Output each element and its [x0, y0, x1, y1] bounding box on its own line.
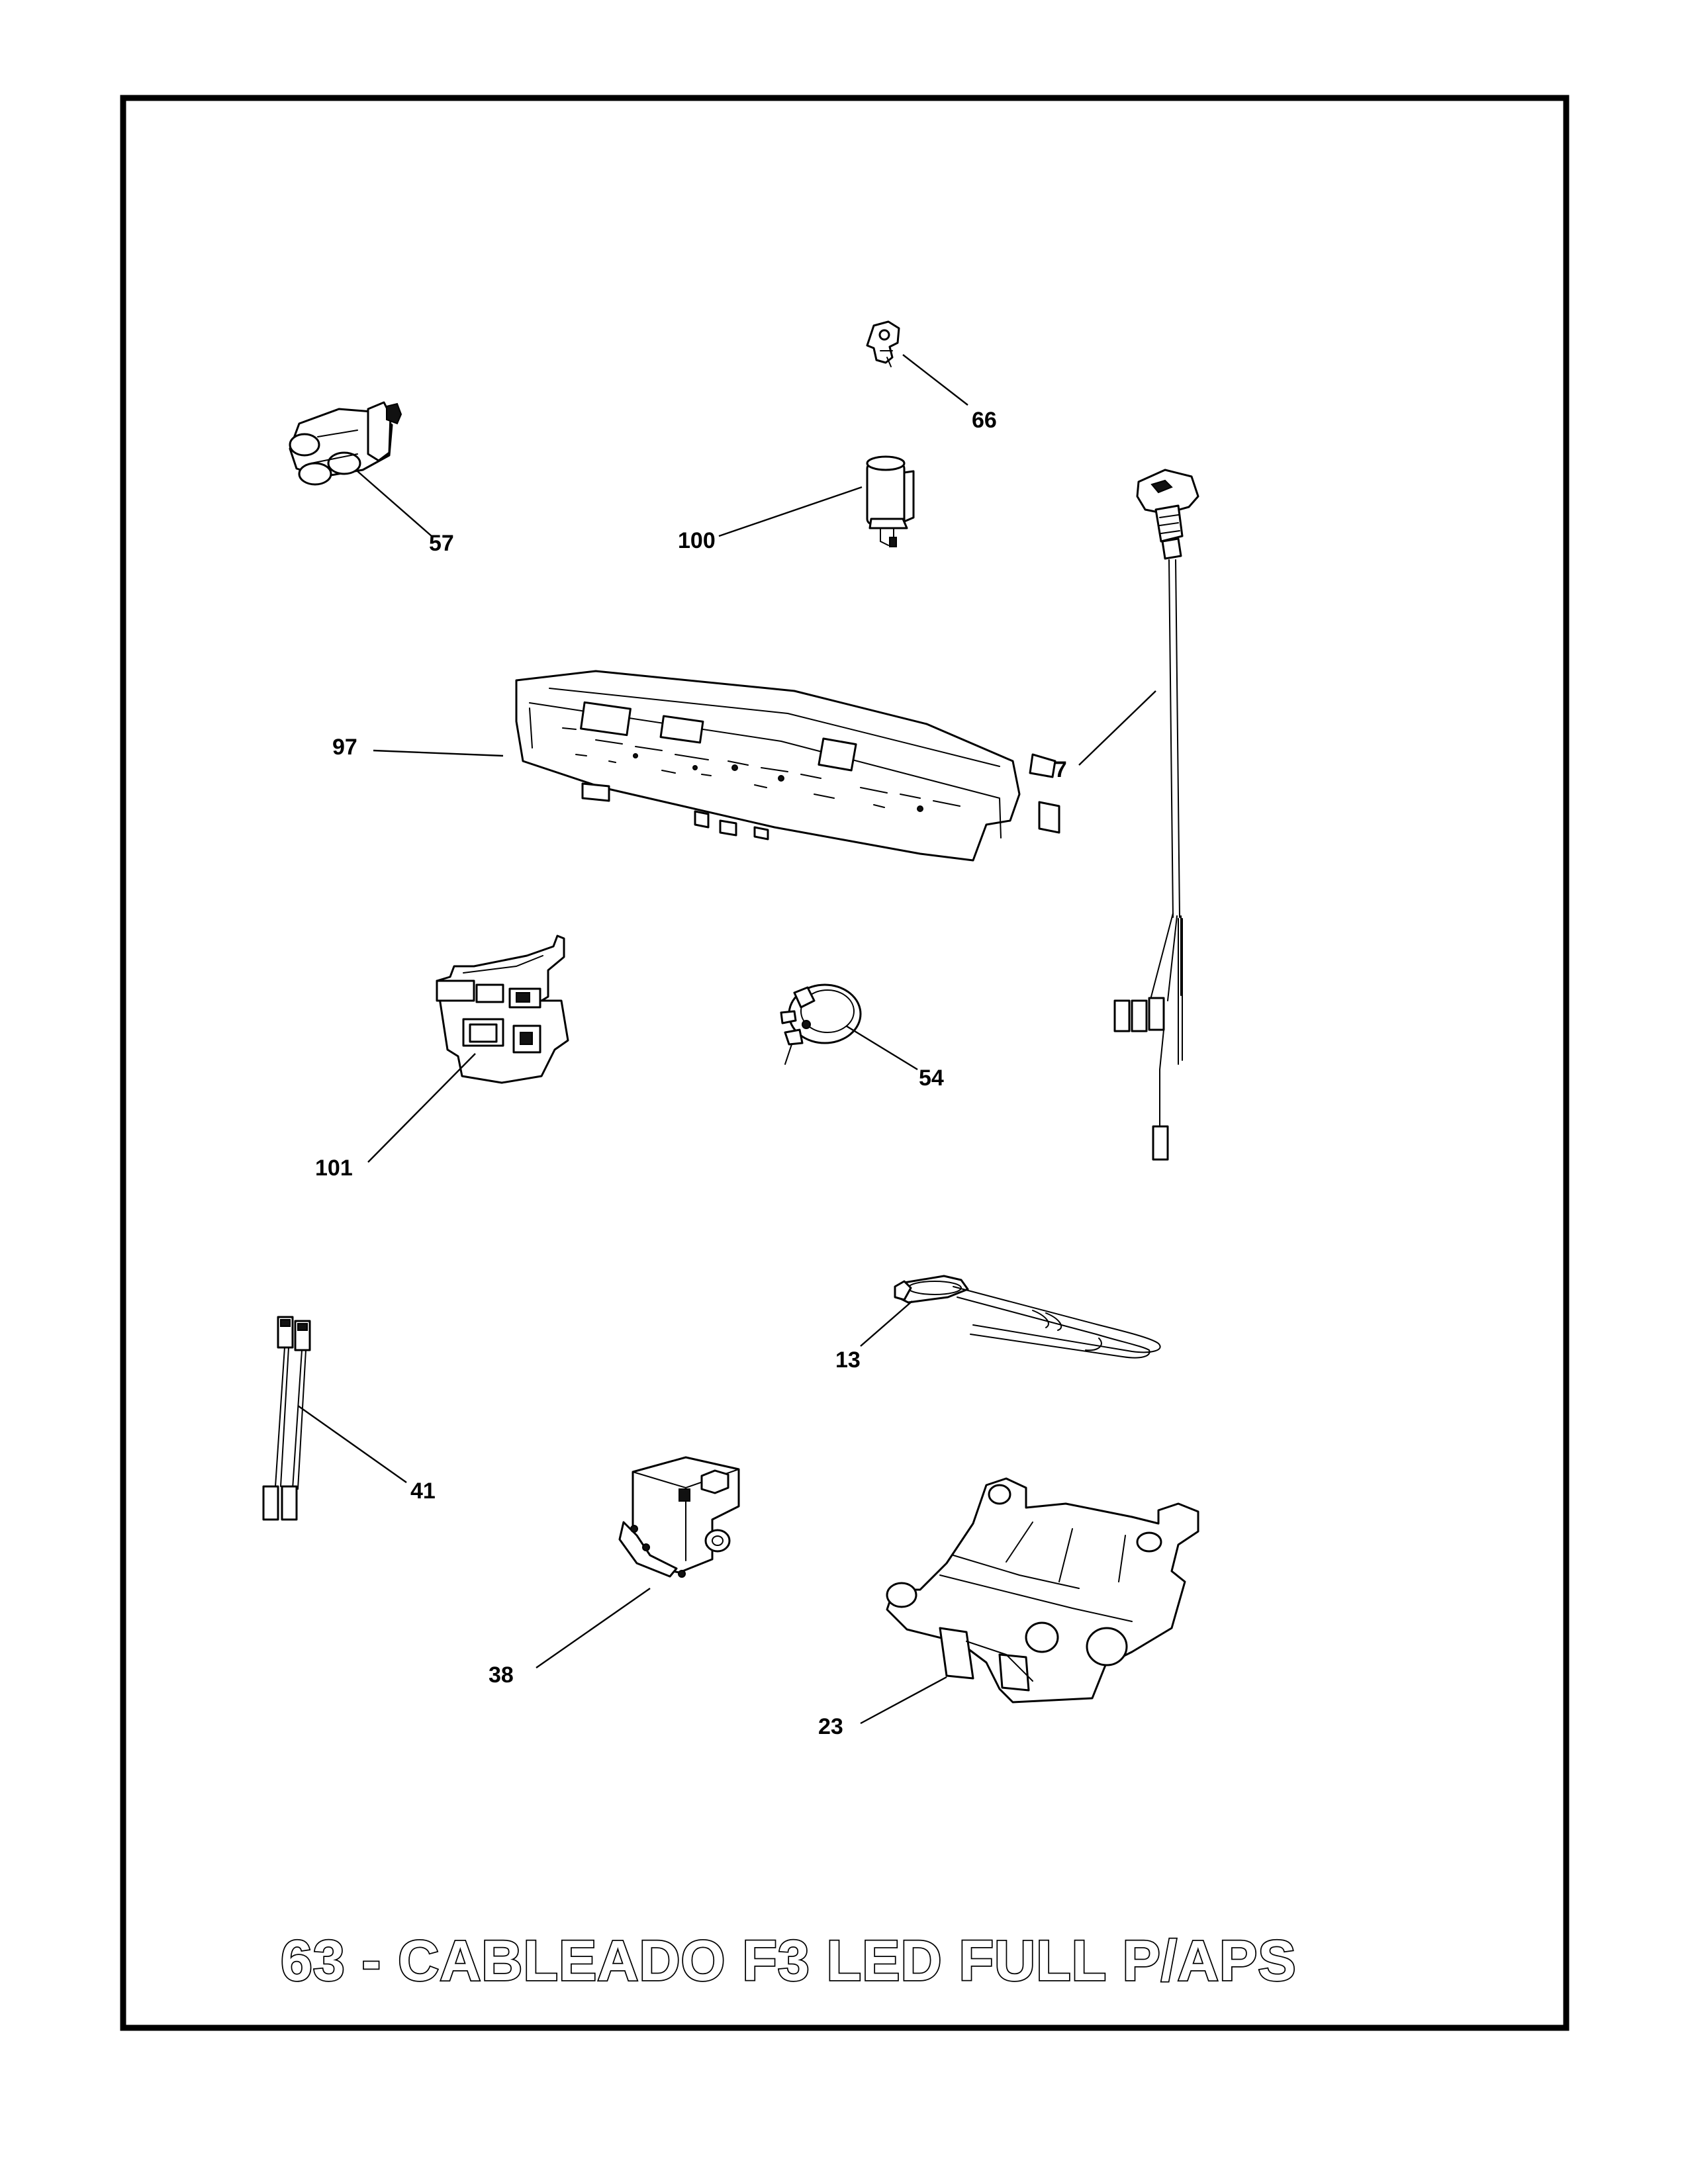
part-23-label: 23	[818, 1714, 843, 1739]
part-41-label: 41	[410, 1479, 436, 1504]
part-100-capacitor[interactable]: 100	[678, 455, 915, 553]
part-41-wire-jumper[interactable]: 41	[262, 1316, 436, 1521]
part-54-label: 54	[919, 1066, 944, 1091]
part-97-control-board[interactable]: 97	[332, 670, 1060, 862]
part-13-heating-element[interactable]: 13	[835, 1275, 1161, 1373]
part-100-label: 100	[678, 528, 716, 553]
part-23-motor[interactable]: 23	[818, 1477, 1199, 1739]
part-57-label: 57	[429, 531, 454, 556]
part-101-door-lock[interactable]: 101	[315, 934, 569, 1181]
part-66-connector-clip[interactable]: 66	[866, 320, 997, 433]
part-97-label: 97	[332, 735, 357, 760]
part-38-label: 38	[489, 1662, 514, 1688]
diagram-frame	[120, 95, 1570, 2031]
part-57-inlet-valve[interactable]: 57	[289, 401, 454, 556]
part-66-label: 66	[972, 408, 997, 433]
part-101-label: 101	[315, 1156, 353, 1181]
part-67-power-cord[interactable]: 67	[1042, 469, 1199, 1161]
part-13-label: 13	[835, 1347, 861, 1373]
part-54-pressure-switch[interactable]: 54	[780, 983, 944, 1091]
part-38-drain-pump[interactable]: 38	[489, 1456, 740, 1688]
diagram-title: 63 - CABLEADO F3 LED FULL P/APS	[281, 1929, 1297, 1993]
